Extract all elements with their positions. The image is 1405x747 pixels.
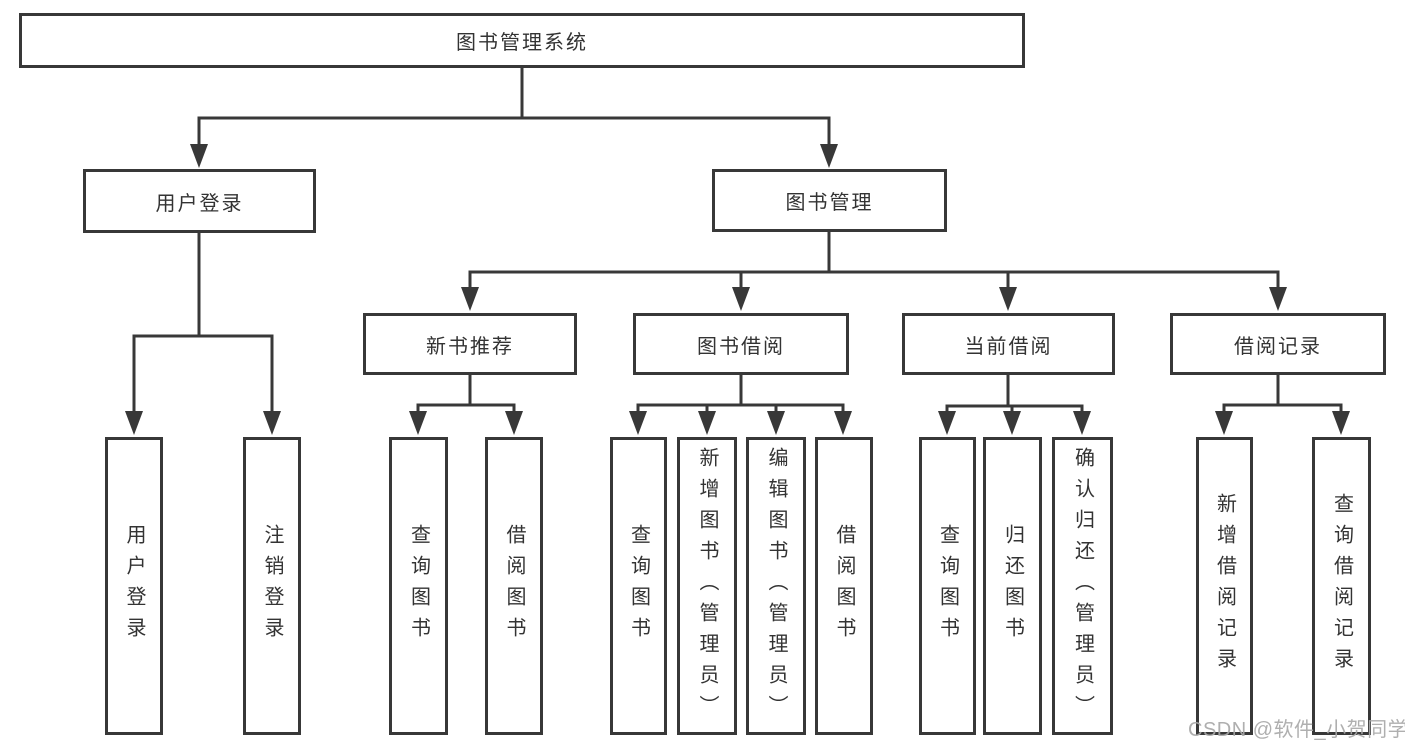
node-user-login-label: 用户登录: [155, 192, 244, 215]
leaf-borrow-books: 借阅图书: [815, 437, 873, 735]
leaf-logout: 注销登录: [243, 437, 301, 735]
node-book-borrowing-label: 图书借阅: [697, 335, 785, 358]
leaf-query-books-borrowing: 查询图书: [610, 437, 667, 735]
leaf-borrow-books-label: 借阅图书: [833, 524, 855, 648]
leaf-borrow-books-recommend: 借阅图书: [485, 437, 543, 735]
node-current-borrowing: 当前借阅: [902, 313, 1115, 375]
node-borrowing-records-label: 借阅记录: [1234, 335, 1322, 358]
leaf-confirm-return-admin: 确认归还（管理员）: [1052, 437, 1113, 735]
leaf-edit-books-admin: 编辑图书（管理员）: [746, 437, 806, 735]
node-current-borrowing-label: 当前借阅: [964, 335, 1053, 358]
node-book-management: 图书管理: [712, 169, 947, 232]
leaf-edit-books-admin-label: 编辑图书（管理员）: [765, 446, 787, 726]
leaf-user-login-label: 用户登录: [123, 524, 145, 648]
node-book-borrowing: 图书借阅: [633, 313, 849, 375]
leaf-query-books-current: 查询图书: [919, 437, 976, 735]
node-new-book-recommendation-label: 新书推荐: [426, 335, 514, 358]
node-borrowing-records: 借阅记录: [1170, 313, 1386, 375]
leaf-add-books-admin: 新增图书（管理员）: [677, 437, 737, 735]
leaf-return-books: 归还图书: [983, 437, 1042, 735]
node-root: 图书管理系统: [19, 13, 1025, 68]
leaf-add-borrow-record: 新增借阅记录: [1196, 437, 1253, 735]
node-new-book-recommendation: 新书推荐: [363, 313, 577, 375]
leaf-query-books-borrowing-label: 查询图书: [627, 524, 650, 648]
node-root-label: 图书管理系统: [456, 32, 588, 54]
leaf-logout-label: 注销登录: [261, 524, 283, 648]
leaf-confirm-return-admin-label: 确认归还（管理员）: [1071, 446, 1094, 726]
leaf-query-books-current-label: 查询图书: [936, 524, 959, 648]
leaf-query-books-recommend: 查询图书: [389, 437, 448, 735]
leaf-query-borrow-record-label: 查询借阅记录: [1330, 493, 1353, 679]
leaf-query-borrow-record: 查询借阅记录: [1312, 437, 1371, 735]
leaf-add-books-admin-label: 新增图书（管理员）: [696, 446, 718, 726]
leaf-return-books-label: 归还图书: [1001, 524, 1024, 648]
leaf-query-books-recommend-label: 查询图书: [407, 524, 430, 648]
watermark: CSDN @软件_小贺同学: [1188, 719, 1405, 741]
leaf-borrow-books-recommend-label: 借阅图书: [503, 524, 525, 648]
leaf-user-login: 用户登录: [105, 437, 163, 735]
node-book-management-label: 图书管理: [785, 192, 874, 214]
node-user-login: 用户登录: [83, 169, 316, 233]
leaf-add-borrow-record-label: 新增借阅记录: [1213, 493, 1236, 679]
